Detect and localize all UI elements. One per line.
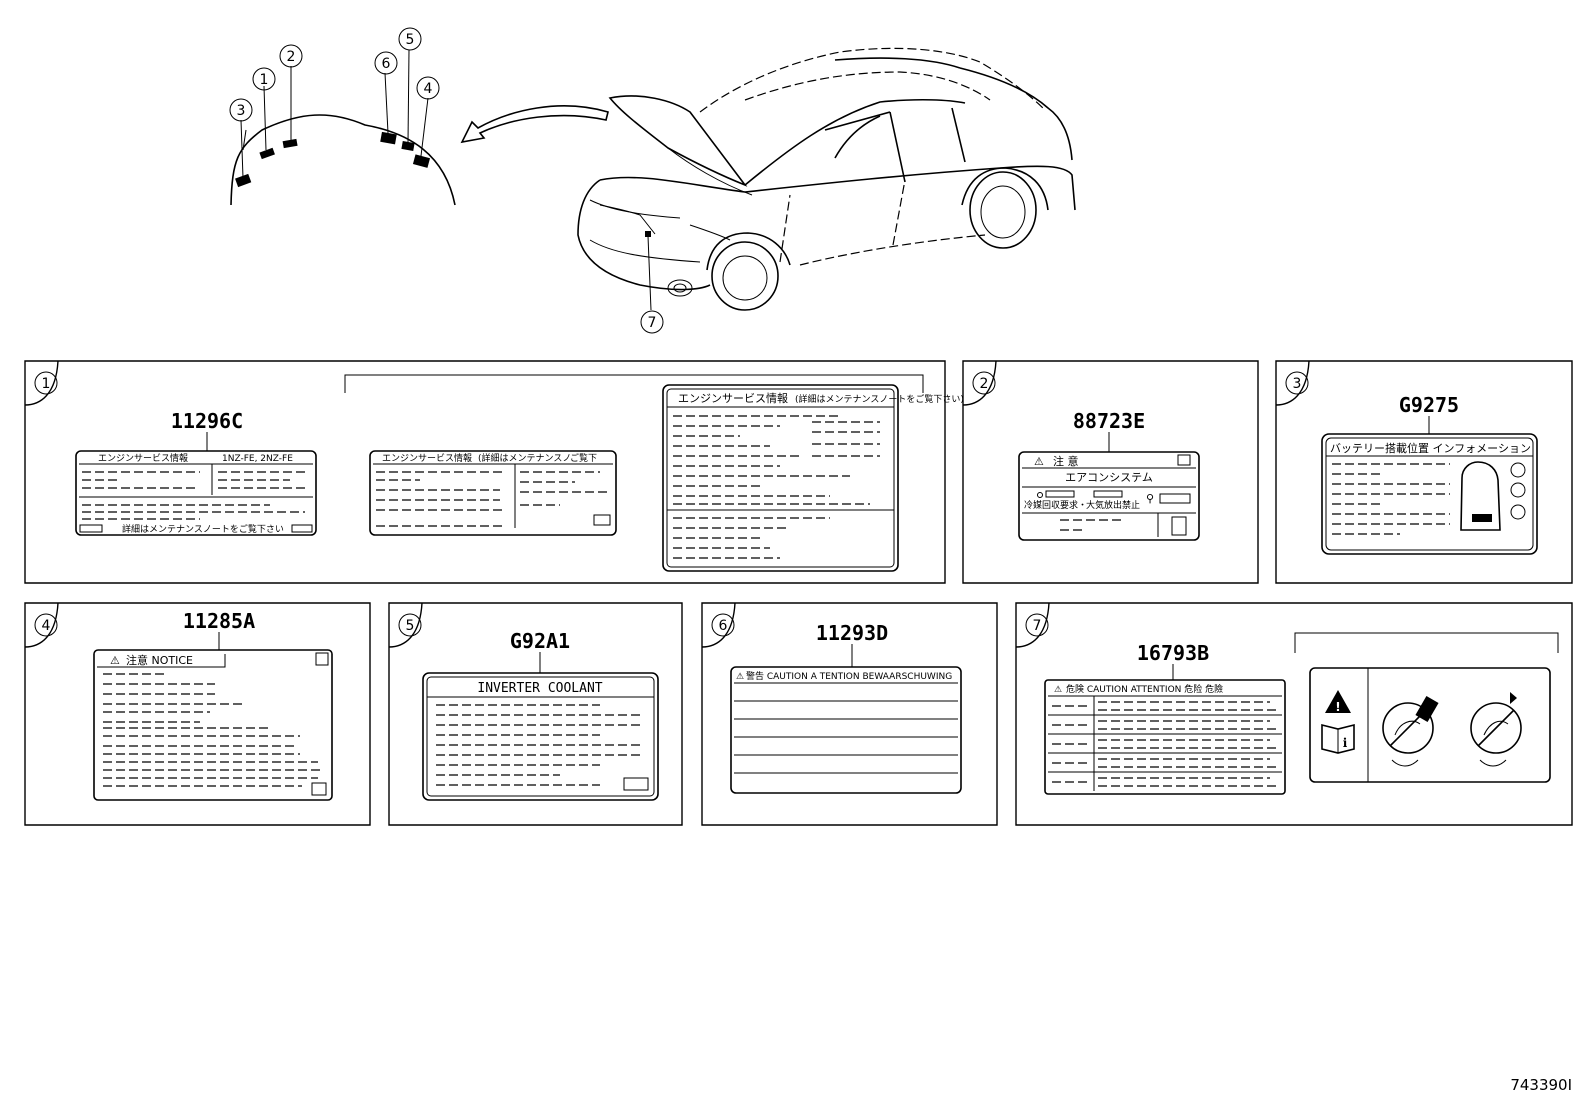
- notice-warning-icon: ⚠: [110, 654, 120, 667]
- callout-4: 4: [424, 81, 433, 97]
- panel-2-system: エアコンシステム: [1065, 471, 1153, 484]
- panel-3-code: G9275: [1399, 393, 1459, 417]
- panel-3-num: 3: [1293, 376, 1302, 392]
- panel-5-num: 5: [406, 618, 415, 634]
- panel-6-code: 11293D: [816, 621, 888, 645]
- panel-4-head: 注意 NOTICE: [126, 653, 193, 667]
- panel-2-code: 88723E: [1073, 409, 1145, 433]
- panel-6: 6 11293D ⚠ 警告 CAUTION A TENTION BEWAARSC…: [701, 602, 998, 826]
- label-c-sub: (詳細はメンテナンスノートをご覧下さい): [795, 393, 964, 405]
- panel-4-code: 11285A: [183, 609, 255, 633]
- label-a-title: エンジンサービス情報: [98, 452, 188, 464]
- panel-1-code: 11296C: [171, 409, 243, 433]
- panel-6-head: 警告 CAUTION A TENTION BEWAARSCHUWING: [746, 670, 952, 682]
- panel-7-head: 危険 CAUTION ATTENTION 危险 危險: [1066, 683, 1223, 695]
- warning-triangle-icon: [1325, 690, 1351, 713]
- panel-5-code: G92A1: [510, 629, 570, 653]
- panel-4-num: 4: [42, 618, 51, 634]
- zoom-arrow: [460, 105, 609, 144]
- label-b-sub: (詳細はメンテナンスノ: [478, 452, 571, 464]
- svg-text:i: i: [1343, 736, 1348, 750]
- panel-7: 7 16793B ⚠ 危険 CAUTION ATTENTION 危险 危險 ! …: [1015, 602, 1573, 826]
- panel-2-mid-txt: 大気放出禁止: [1086, 499, 1140, 511]
- panel-2-num: 2: [980, 376, 989, 392]
- diagram-id: 743390I: [1510, 1076, 1572, 1094]
- label-a-footer: 詳細はメンテナンスノートをご覧下さい: [122, 523, 284, 535]
- callout-6: 6: [382, 56, 391, 72]
- a-c-warning-icon: ⚠: [1034, 455, 1044, 468]
- caution-warning-icon: ⚠: [736, 672, 744, 682]
- top-callouts: 3 1 2 6 5 4: [229, 27, 440, 122]
- no-airbag-icon: [1470, 692, 1522, 767]
- panel-2: 2 88723E ⚠ 注 意 エアコンシステム 冷媒回収要求・ 大気放出禁止 ⚲: [962, 360, 1259, 584]
- panel-3: 3 G9275 バッテリー搭載位置 インフォメーション: [1275, 360, 1573, 584]
- panel-1-num: 1: [42, 376, 51, 392]
- panel-2-warn: 注 意: [1053, 454, 1079, 468]
- label-a-engine: 1NZ-FE, 2NZ-FE: [222, 454, 293, 464]
- panel-7-num: 7: [1033, 618, 1042, 634]
- callout-2: 2: [287, 49, 296, 65]
- refrigerant-icon: ⚲: [1146, 492, 1154, 505]
- label-b-sub2: ご覧下: [570, 452, 597, 464]
- no-child-seat-icon: [1382, 695, 1439, 767]
- panel-6-num: 6: [719, 618, 728, 634]
- svg-text:!: !: [1335, 700, 1340, 714]
- panel-1: 1 11296C エンジンサービス情報 1NZ-FE, 2NZ-FE 詳細はメン…: [24, 360, 964, 584]
- panel-4: 4 11285A ⚠ 注意 NOTICE: [24, 602, 371, 826]
- engine-hood-detail: [230, 49, 456, 206]
- callout-1: 1: [260, 72, 269, 88]
- panel-5-head: INVERTER COOLANT: [477, 681, 602, 696]
- label-c-title: エンジンサービス情報: [678, 392, 788, 405]
- callout-7: 7: [648, 315, 657, 331]
- label-b-title: エンジンサービス情報: [382, 452, 472, 464]
- panel-3-title: バッテリー搭載位置 インフォメーション: [1330, 441, 1531, 455]
- panel-2-left-txt: 冷媒回収要求・: [1024, 499, 1087, 511]
- panel-5: 5 G92A1 INVERTER COOLANT: [388, 602, 683, 826]
- callout-3: 3: [237, 103, 246, 119]
- callout-5: 5: [406, 32, 415, 48]
- danger-warning-icon: ⚠: [1054, 685, 1062, 695]
- car-drawing: [577, 47, 1076, 311]
- manual-book-icon: i: [1321, 723, 1355, 754]
- panel-7-code: 16793B: [1137, 641, 1209, 665]
